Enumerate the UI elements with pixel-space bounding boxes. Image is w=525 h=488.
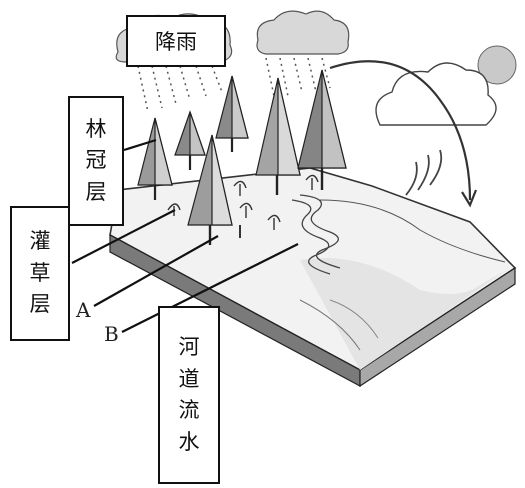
rain-cloud-right-icon — [256, 10, 350, 55]
marker-b: B — [104, 322, 119, 346]
evaporation-swirl-icon — [405, 149, 443, 196]
river-channel — [291, 194, 341, 275]
rain-drops — [137, 57, 331, 113]
tree-icon — [297, 69, 347, 190]
tree-icon — [174, 110, 206, 170]
marker-a: A — [76, 298, 91, 322]
shrub-icon — [239, 202, 253, 218]
canopy-char-3: 层 — [85, 179, 107, 204]
tree-icon — [255, 77, 301, 195]
tree-icon — [215, 75, 249, 152]
river-char-4: 水 — [178, 429, 200, 454]
leader-line-a — [93, 235, 219, 307]
shrub-icon — [305, 174, 319, 190]
shrub-char-3: 层 — [29, 292, 51, 317]
canopy-char-2: 冠 — [85, 148, 107, 173]
shrub-grass-layer-label: 灌 草 层 — [10, 206, 70, 341]
canopy-layer-label: 林 冠 层 — [68, 96, 124, 226]
shrub-icon — [233, 180, 247, 196]
leader-lines — [71, 138, 299, 333]
river-char-1: 河 — [178, 335, 200, 359]
leader-line-b — [121, 243, 299, 333]
shrub-char-1: 灌 — [29, 229, 51, 254]
cycle-arrow-icon — [329, 60, 478, 208]
leader-line-shrub — [71, 209, 176, 264]
leader-line-canopy — [123, 138, 157, 152]
tree-icon — [137, 117, 173, 200]
sun-icon — [477, 45, 517, 85]
forest — [137, 69, 347, 245]
shrub-icon — [267, 214, 281, 230]
river-flow-label: 河 道 流 水 — [158, 306, 220, 484]
rain-label-text: 降雨 — [155, 30, 197, 54]
shrub-char-2: 草 — [29, 260, 51, 285]
river-char-2: 道 — [178, 366, 200, 391]
rain-label: 降雨 — [126, 15, 226, 67]
tree-icon — [187, 134, 233, 245]
canopy-char-1: 林 — [85, 116, 107, 141]
river-char-3: 流 — [178, 398, 200, 422]
